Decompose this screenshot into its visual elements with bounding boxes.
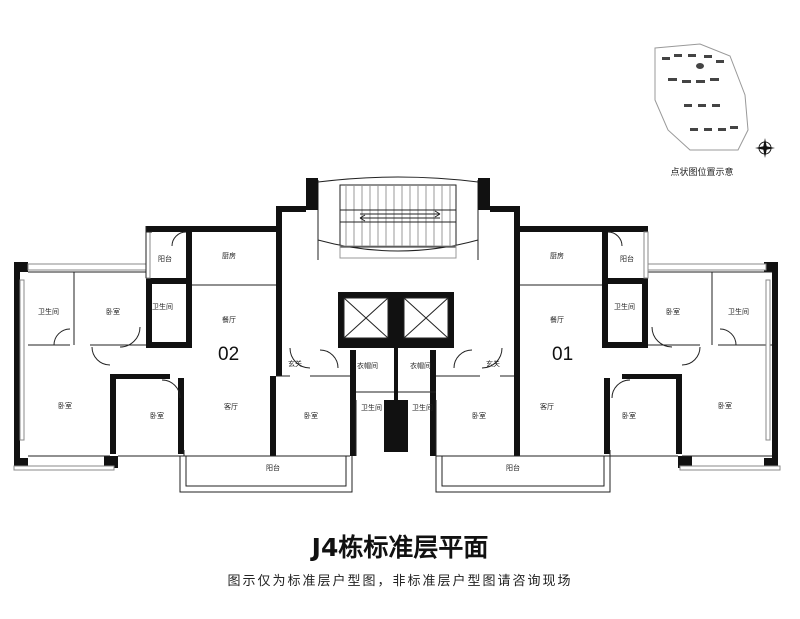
room-kitchen: 厨房 <box>550 251 564 260</box>
room-kitchen: 厨房 <box>222 251 236 260</box>
balcony-left <box>179 456 353 493</box>
room-bedroom-big: 卧室 <box>718 401 732 410</box>
party-wall <box>394 292 398 452</box>
room-bedroom-big: 卧室 <box>58 401 72 410</box>
stair-treads <box>345 186 451 246</box>
room-bath-inner: 卫生间 <box>361 403 382 412</box>
room-entry: 玄关 <box>288 359 302 368</box>
unit-label-01: 01 <box>552 344 573 365</box>
room-dining: 餐厅 <box>222 315 236 324</box>
room-bedroom-inner: 卧室 <box>304 411 318 420</box>
room-bedroom-top: 卧室 <box>666 307 680 316</box>
elevator-right <box>398 292 454 348</box>
room-bath-mid: 卫生间 <box>152 302 173 311</box>
room-entry: 玄关 <box>486 359 500 368</box>
room-balcony-right: 阳台 <box>506 463 520 472</box>
room-bath-mid: 卫生间 <box>614 302 635 311</box>
plan-note: 图示仅为标准层户型图，非标准层户型图请咨询现场 <box>227 574 573 589</box>
unit-01: 厨房 餐厅 客厅 阳台 卫生间 卫生间 卧室 卧室 卧室 卧室 玄关 衣帽间 卫… <box>398 226 781 493</box>
room-bedroom-mid: 卧室 <box>622 411 636 420</box>
room-balcony-left: 阳台 <box>266 463 280 472</box>
location-map: 点状图位置示意 <box>654 43 775 178</box>
unit-label-02: 02 <box>218 344 239 365</box>
room-bedroom-top: 卧室 <box>106 307 120 316</box>
stair-core <box>317 176 479 260</box>
room-closet: 衣帽间 <box>410 361 431 370</box>
core-walls <box>276 178 520 376</box>
room-living: 客厅 <box>224 402 238 411</box>
compass-icon <box>755 138 775 158</box>
room-bedroom-mid: 卧室 <box>150 411 164 420</box>
elevator-left <box>338 292 394 348</box>
plan-title: J4栋标准层平面 <box>311 533 489 562</box>
room-closet: 衣帽间 <box>357 361 378 370</box>
room-balcony-small: 阳台 <box>620 254 634 263</box>
map-buildings <box>662 54 738 131</box>
room-balcony-small: 阳台 <box>158 254 172 263</box>
room-bath-left: 卫生间 <box>38 307 59 316</box>
location-map-caption: 点状图位置示意 <box>670 166 733 178</box>
balcony-right <box>435 456 611 493</box>
room-bath-inner: 卫生间 <box>412 403 433 412</box>
unit-02: 厨房 餐厅 客厅 阳台 卫生间 卫生间 卧室 卧室 卧室 卧室 玄关 衣帽间 卫… <box>13 226 394 493</box>
room-bedroom-inner: 卧室 <box>472 411 486 420</box>
room-dining: 餐厅 <box>550 315 564 324</box>
room-bath-right: 卫生间 <box>728 307 749 316</box>
room-living: 客厅 <box>540 402 554 411</box>
